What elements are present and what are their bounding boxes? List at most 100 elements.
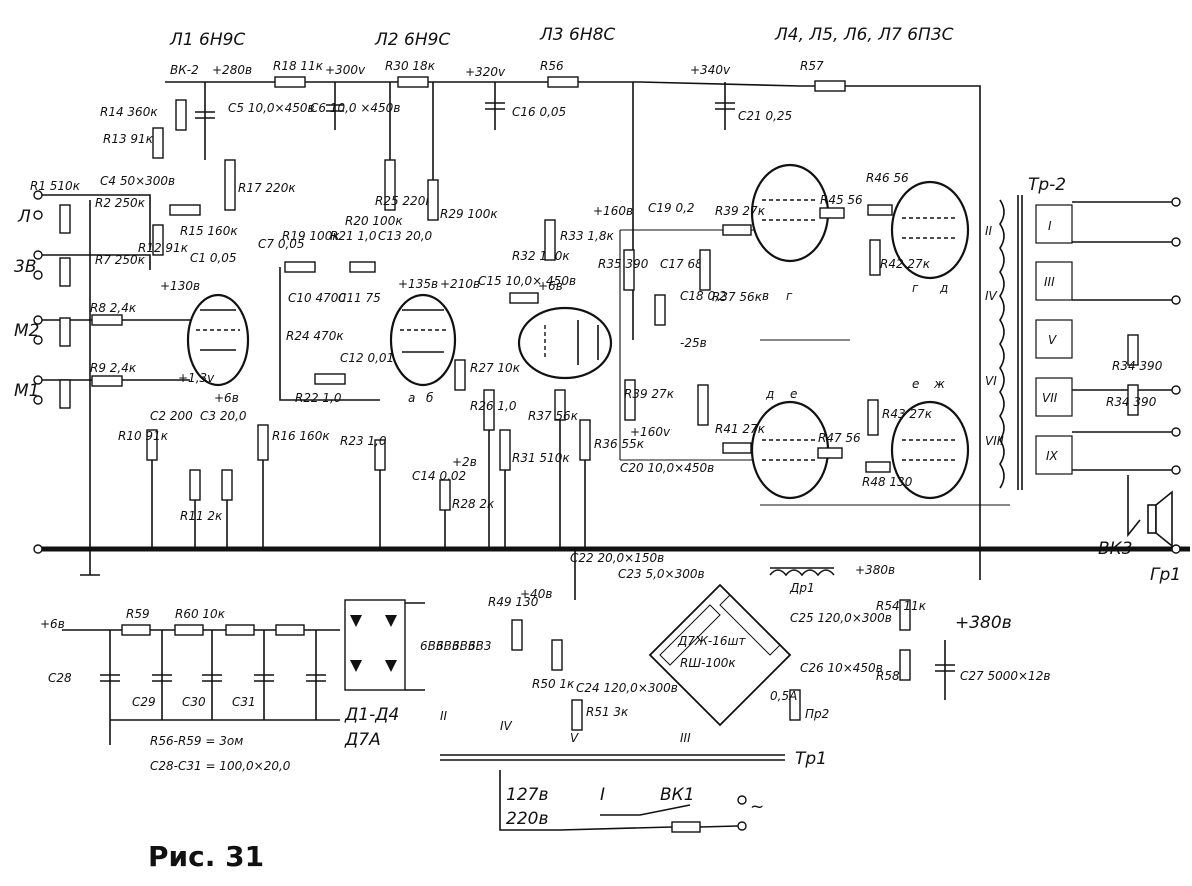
label-c13: C14 0,02	[412, 469, 466, 483]
label-c7: C7 0,05	[258, 237, 305, 251]
resistor-r50	[571, 699, 583, 731]
label-r37-val: R37 56к	[712, 290, 763, 304]
resistor-r14	[175, 99, 187, 131]
label-c12: C13 20,0	[378, 229, 433, 243]
pin-g2: г	[912, 281, 919, 295]
label-r38: R37 56к	[528, 409, 579, 423]
pin-d: д	[939, 281, 948, 295]
resistor-r11b	[221, 469, 233, 501]
tube-l2-title: Л2 6Н9С	[374, 30, 450, 50]
label-r49: R50 1к	[532, 677, 575, 691]
label-c2: C2 200	[150, 409, 193, 423]
tr2-winding-iv: IV	[985, 289, 998, 303]
resistor-r49	[551, 639, 563, 671]
label-r2: R2 250к	[95, 196, 146, 210]
label-r7: R7 250к	[95, 253, 146, 267]
lamp-3: 6В3	[452, 639, 476, 653]
resistor-r6	[59, 317, 71, 347]
resistor-r40	[654, 294, 666, 326]
choke-dr1	[769, 569, 835, 577]
label-rsh: RШ-100к	[680, 656, 736, 670]
label-c21: C22 20,0×150в	[570, 551, 664, 565]
label-c4: C4 50×300в	[100, 174, 175, 188]
rail-340: +340v	[690, 63, 731, 77]
label-fuse-rating: 0,5А	[770, 689, 797, 703]
label-r8: R8 2,4к	[90, 301, 137, 315]
tr1-winding-ii: II	[440, 709, 448, 723]
transformer-tr2	[999, 195, 1023, 490]
mains-switch-vk1[interactable]	[600, 795, 747, 816]
resistor-r15	[169, 204, 201, 216]
rail-380b: +380в	[955, 613, 1012, 633]
label-c23: C24 120,0×300в	[576, 681, 678, 695]
resistor-r36	[623, 249, 635, 291]
label-ac: ~	[750, 797, 764, 817]
rail-280: +280в	[212, 63, 252, 77]
resistor-r51	[899, 599, 911, 631]
label-r56: R59	[126, 607, 150, 621]
rail-minus-25: -25в	[680, 336, 707, 350]
input-l-label: Л	[17, 207, 31, 227]
label-r29: R29 100к	[440, 207, 498, 221]
tr2-winding-vii: VII	[1042, 391, 1058, 405]
label-r11: R11 2к	[180, 509, 223, 523]
resistor-r33	[544, 219, 556, 261]
tr1-winding-iv: IV	[500, 719, 513, 733]
resistor-r27	[454, 359, 466, 391]
note-c28-c31: C28-C31 = 100,0×20,0	[150, 759, 291, 773]
resistor-r41	[722, 442, 752, 454]
label-c25: C26 10×450в	[800, 661, 883, 675]
tr1-winding-v: V	[570, 731, 579, 745]
label-r31: R31 510к	[512, 451, 570, 465]
pin-zh: ж	[933, 377, 945, 391]
label-r43: R43 27к	[882, 407, 933, 421]
label-r46: R47 56	[818, 431, 861, 445]
label-c9: C10 4700	[288, 291, 346, 305]
diode-bridge-d1-d4	[344, 599, 406, 691]
rail-6-l3: +6в	[538, 279, 563, 293]
label-gr1: Гр1	[1150, 565, 1181, 585]
label-d7a: Д7А	[344, 730, 381, 750]
label-r22: R22 1,0	[295, 391, 342, 405]
pin-e2: е	[912, 377, 919, 391]
ground-terminal-right	[1171, 544, 1181, 554]
output-terminals[interactable]	[1171, 197, 1181, 475]
label-r48: R49 130	[488, 595, 539, 609]
input-m1-label: М1	[14, 381, 39, 401]
bridge-rectifier	[648, 583, 792, 727]
tr2-winding-ix: IX	[1046, 449, 1059, 463]
label-r34-val: R34 390	[1106, 395, 1157, 409]
label-r42: R42 27к	[880, 257, 931, 271]
pin-a: а	[408, 391, 415, 405]
tr1-winding-iii: III	[680, 731, 691, 745]
label-r17: R17 220к	[238, 181, 296, 195]
speaker-icon	[1147, 490, 1173, 548]
label-c10: C11 75	[338, 291, 381, 305]
label-r33: R33 1,8к	[560, 229, 615, 243]
label-r15: R15 160к	[180, 224, 238, 238]
mains-terminal[interactable]	[737, 821, 747, 831]
label-r19: R19 100к	[282, 229, 340, 243]
label-c3: C3 20,0	[200, 409, 247, 423]
label-r14: R14 360к	[100, 105, 158, 119]
label-r44: R45 56	[820, 193, 863, 207]
label-r47: R48 130	[862, 475, 913, 489]
resistor-r45	[867, 204, 893, 216]
label-r35: R34 390	[1112, 359, 1163, 373]
resistor-r29	[427, 179, 439, 221]
rail-40: +40в	[520, 587, 552, 601]
tube-l4-7-title: Л4, Л5, Л6, Л7 6П3С	[774, 25, 954, 45]
resistor-r3	[59, 204, 71, 234]
fuse-pr2	[789, 689, 801, 721]
label-r50: R51 3к	[586, 705, 629, 719]
tube-l3	[517, 306, 613, 380]
label-r27: R27 10к	[470, 361, 521, 375]
label-r18: R18 11к	[273, 59, 324, 73]
figure-caption: Рис. 31	[148, 840, 265, 873]
resistor-r37b	[699, 249, 711, 291]
label-c11: C12 0,01	[340, 351, 394, 365]
pin-e: е	[790, 387, 797, 401]
tr2-winding-vi: VI	[985, 374, 997, 388]
input-m2-label: М2	[14, 321, 39, 341]
